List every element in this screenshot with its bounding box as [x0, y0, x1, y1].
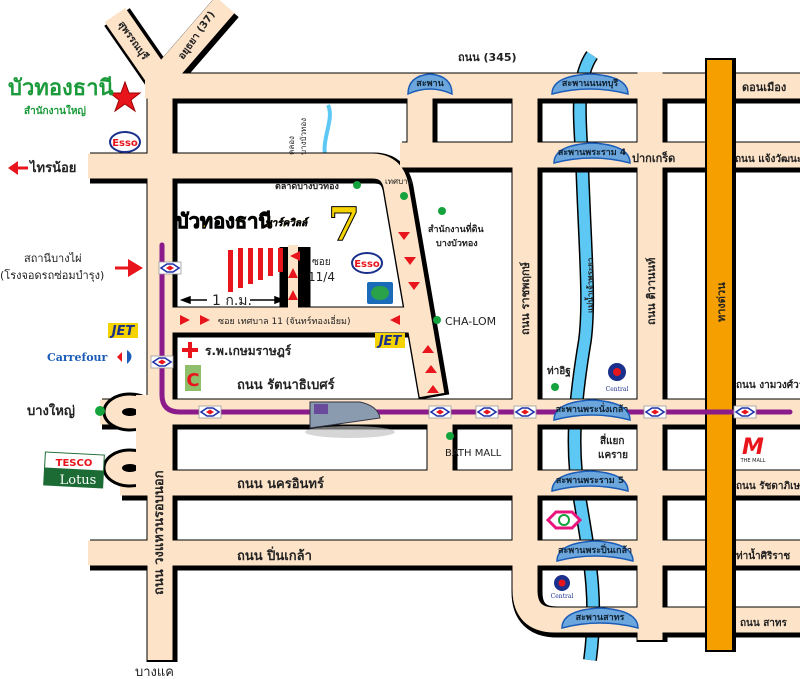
esso-logo: Esso: [351, 252, 383, 274]
place-sai-noi: ไทรน้อย: [28, 159, 76, 176]
road-label-ratchadaphisek: ถนน รัชดาภิเษก: [736, 480, 800, 492]
canal-label: คลอง: [287, 136, 296, 155]
road-label-ring-road: ถนน วงแหวนรอบนอก: [152, 470, 167, 595]
place-bang-khae: บางแค: [135, 665, 174, 679]
bridge-label: สะพานพระปิ่นเกล้า: [558, 543, 632, 556]
svg-text:TESCO: TESCO: [56, 458, 93, 469]
soi-11-4-number: 11/4: [308, 270, 335, 284]
road-label-ngamwongwan: ถนน งามวงศ์วาน: [736, 379, 800, 391]
poi-dot-icon: [95, 181, 559, 440]
star-icon: [108, 80, 142, 113]
scale-label: 1 ก.ม.: [212, 293, 252, 309]
bridge-6: สะพานพระปิ่นเกล้า: [556, 540, 634, 562]
central-logo: Central: [606, 363, 629, 393]
esso-logo: Esso: [109, 131, 141, 153]
bridge-label: สะพานพระนั่งเกล้า: [556, 402, 629, 415]
road-label-chaengwattana: ถนน แจ้งวัฒนะ: [735, 153, 800, 165]
direction-arrow-icon: [8, 161, 439, 393]
bridge-7: สะพานสาทร: [561, 607, 639, 629]
bridge-3: สะพานพระราม 4: [553, 142, 631, 164]
project-name: บัวทองธานี: [176, 209, 272, 233]
bridge-2: สะพานนนทบุรี: [551, 73, 629, 95]
bridge-5: สะพานพระราม 5: [551, 470, 629, 492]
ptt-logo: [367, 282, 393, 304]
place-don-mueang: ดอนเมือง: [742, 81, 786, 94]
place-market: ตลาดบางบัวทอง: [275, 181, 339, 192]
canal: [322, 104, 332, 161]
svg-text:C: C: [186, 370, 199, 391]
bridge-4: สะพานพระนั่งเกล้า: [553, 399, 631, 421]
place-land-office-name: บางบัวทอง: [436, 238, 478, 249]
place-khae-rai-name: แคราย: [598, 450, 628, 461]
place-thetsaban: เทศบาล: [385, 177, 413, 186]
svg-text:Central: Central: [606, 386, 629, 393]
svg-text:Esso: Esso: [112, 138, 138, 149]
place-cha-lom: CHA-LOM: [445, 315, 496, 328]
svg-text:JET: JET: [376, 334, 403, 349]
road-label-ratchaphruek: ถนน ราชพฤกษ์: [519, 261, 532, 335]
road-label-siriraj: ท่าน้ำศิริราช: [736, 548, 790, 562]
company-subtitle: สำนักงานใหญ่: [24, 104, 86, 117]
bridge-1: สะพาน: [407, 73, 453, 96]
company-title: บัวทองธานี: [8, 76, 114, 101]
road-label-expressway: ทางด่วน: [715, 282, 728, 322]
road-label-rattanathibet: ถนน รัตนาธิเบศร์: [237, 377, 335, 393]
place-pak-kret: ปากเกร็ด: [632, 151, 675, 165]
project-plot-icon: [228, 248, 283, 292]
place-bang-phai-depot: (โรงจอดรถซ่อมบำรุง): [0, 268, 104, 282]
road-label-nakhon-in: ถนน นครอินทร์: [237, 476, 324, 492]
road-label-pinklao: ถนน ปิ่นเกล้า: [237, 546, 312, 564]
place-hospital: ร.พ.เกษมราษฎร์: [205, 344, 292, 358]
skytrain-icon: [305, 401, 395, 438]
big-c-logo: C: [185, 365, 201, 391]
jet-logo: JET: [108, 323, 138, 339]
place-khae-rai: สี่แยก: [600, 433, 624, 447]
svg-text:Central: Central: [551, 593, 574, 600]
svg-text:Esso: Esso: [354, 259, 380, 270]
svg-text:JET: JET: [109, 324, 136, 339]
road-label-sathorn: ถนน สาทร: [740, 618, 788, 629]
bridge-label: สะพานสาทร: [576, 613, 625, 623]
river-label: แม่น้ำเจ้าพระยา: [584, 258, 595, 313]
the-mall-logo: M THE MALL: [740, 435, 766, 464]
svg-text:Lotus: Lotus: [60, 473, 97, 488]
rail-line: [159, 242, 793, 415]
jet-logo: JET: [375, 333, 405, 349]
svg-text:Carrefour: Carrefour: [47, 351, 108, 364]
project-number: 7: [328, 197, 360, 251]
place-bang-phai: สถานีบางไผ่: [24, 252, 82, 265]
scale-bar: [179, 295, 286, 305]
project-suffix: พาร์ควิลล์: [265, 217, 310, 229]
bridge-label: สะพานพระราม 5: [556, 476, 624, 486]
carrefour-logo: Carrefour: [47, 350, 132, 364]
tesco-lotus-logo: TESCO Lotus: [43, 451, 105, 489]
hospital-cross-icon: [182, 342, 198, 358]
road-label-345: ถนน (345): [458, 51, 517, 64]
svg-text:THE MALL: THE MALL: [740, 458, 766, 464]
place-land-office: สำนักงานที่ดิน: [428, 222, 485, 235]
central-logo: Central: [551, 575, 574, 600]
thonburi-station-logo: [545, 510, 583, 530]
road-label-tiwanon: ถนน ติวานนท์: [645, 258, 658, 325]
bridge-label: สะพาน: [416, 79, 444, 89]
canal-label-name: บางบัวทอง: [299, 118, 308, 155]
bridge-label: สะพานพระราม 4: [558, 148, 626, 158]
place-bang-yai: บางใหญ่: [27, 402, 75, 419]
place-bath-mall: BATH MALL: [445, 448, 502, 459]
bridge-label: สะพานนนทบุรี: [562, 78, 618, 89]
place-tha-it: ท่าอิฐ: [547, 365, 571, 377]
svg-text:M: M: [742, 435, 764, 460]
road-label-soi-11: ซอย เทศบาล 11 (จันทร์ทองเอี่ยม): [218, 314, 350, 327]
soi-11-4-label: ซอย: [312, 257, 331, 268]
